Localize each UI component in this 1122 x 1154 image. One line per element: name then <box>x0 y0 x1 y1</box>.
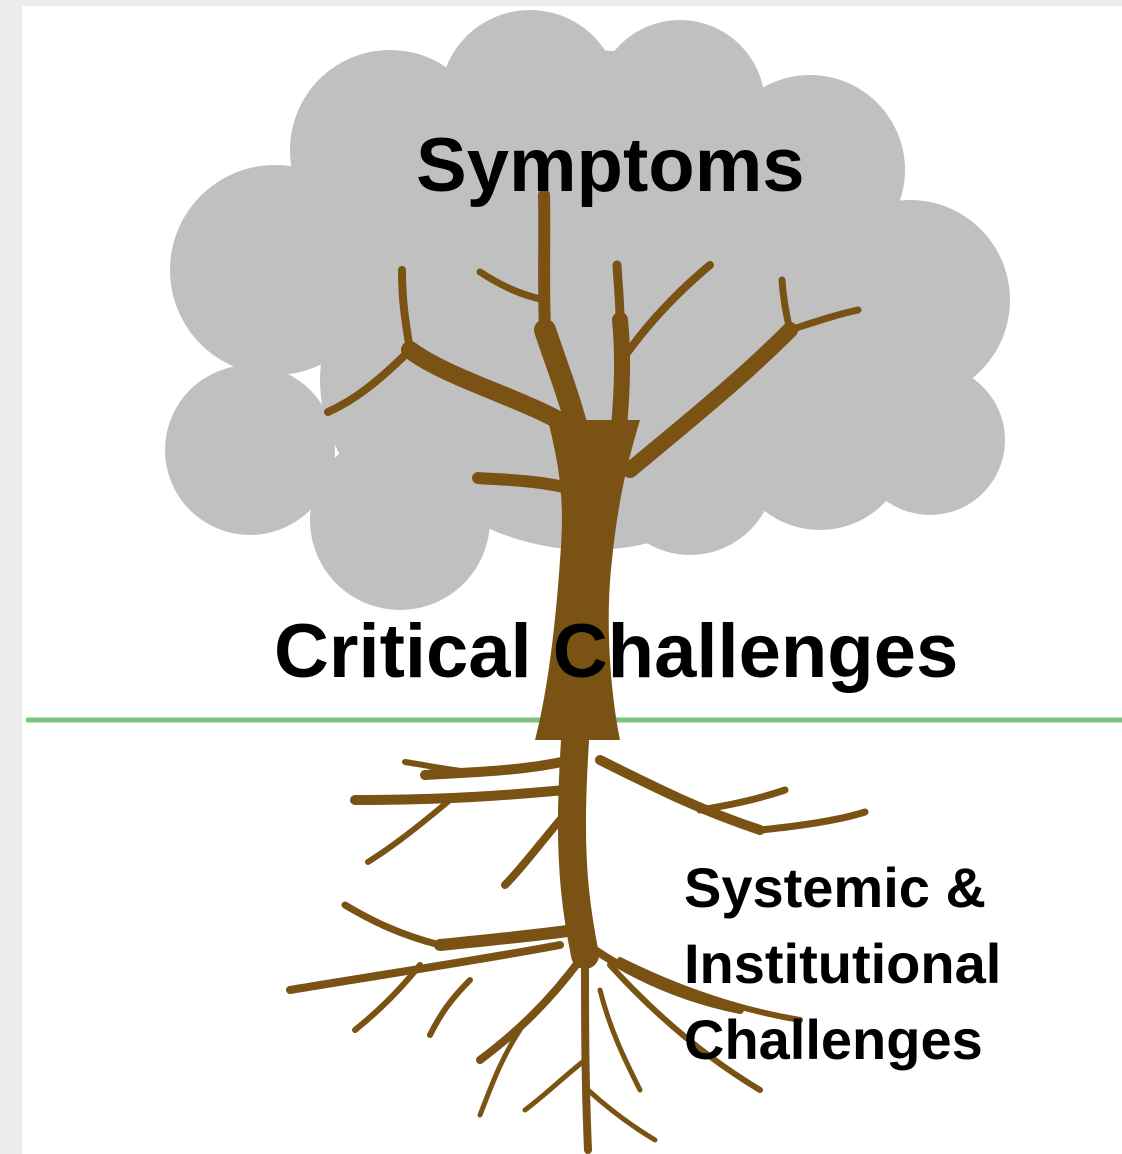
systemic-label-line: Challenges <box>684 1008 983 1071</box>
tree-trunk-icon <box>324 189 862 740</box>
symptoms-label: Symptoms <box>416 123 805 208</box>
systemic-institutional-label: Systemic & Institutional Challenges <box>684 850 1001 1078</box>
systemic-label-line: Systemic & <box>684 856 986 919</box>
tree-canopy-icon <box>165 10 1010 610</box>
systemic-label-line: Institutional <box>684 932 1002 995</box>
tree-roots-icon <box>286 726 869 1154</box>
critical-challenges-label: Critical Challenges <box>274 609 959 694</box>
